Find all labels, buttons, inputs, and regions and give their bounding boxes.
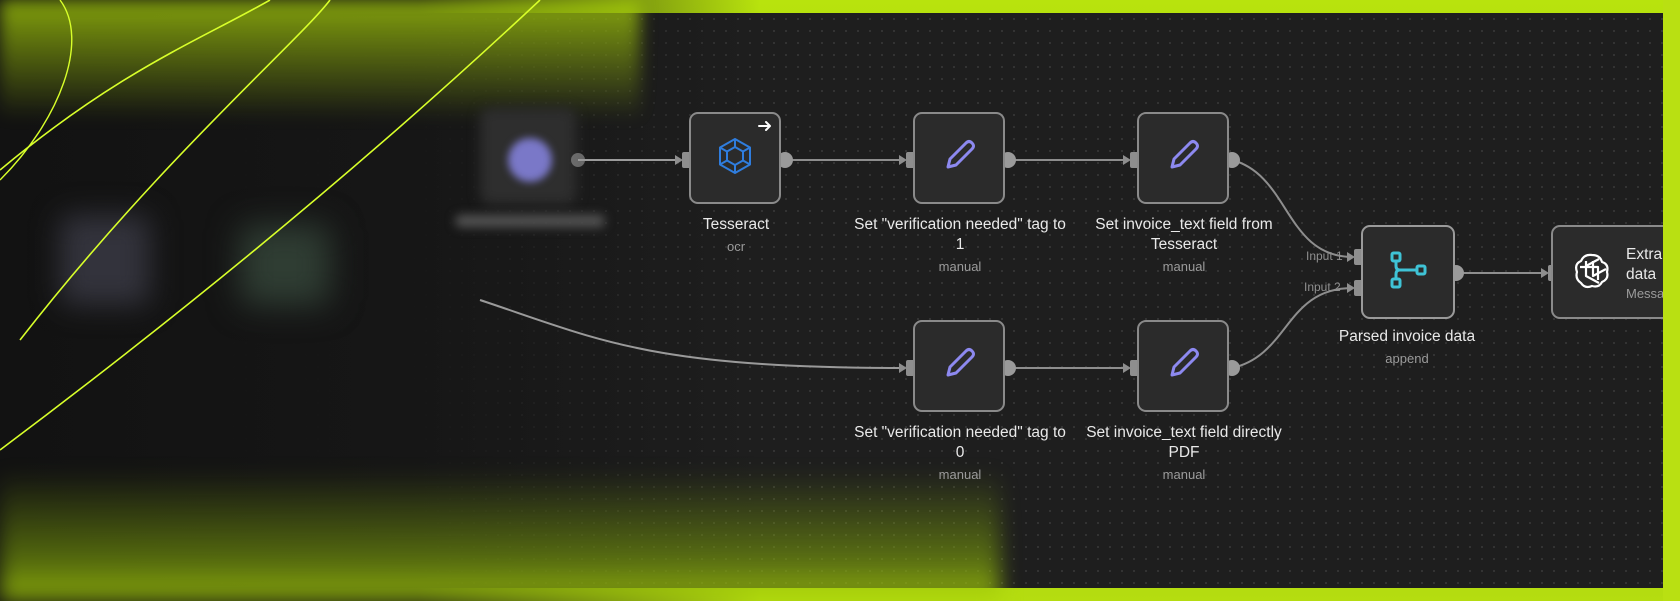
node-title: Set invoice_text field from Tesseract: [1095, 216, 1273, 253]
arrow-right-icon[interactable]: [757, 118, 773, 139]
pencil-icon: [939, 136, 979, 181]
extract-caption: Extra data: [1626, 245, 1662, 285]
node-title: Set "verification needed" tag to 0: [854, 424, 1066, 461]
node-title: Set invoice_text field directly PDF: [1086, 424, 1282, 461]
edge-trigger-verif0: [479, 299, 906, 369]
node-title: Parsed invoice data: [1338, 328, 1476, 345]
pencil-icon: [1163, 344, 1203, 389]
node-title: Set "verification needed" tag to 1: [854, 216, 1066, 253]
blurred-node-left: [60, 215, 150, 305]
merge-icon: [1386, 248, 1430, 297]
accent-glow-top: [0, 0, 640, 120]
pencil-icon: [1163, 136, 1203, 181]
edge-invoicepdf-merge2: [1231, 287, 1354, 369]
blurred-node-mid: [240, 225, 330, 305]
extract-subtitle: Messa: [1626, 286, 1665, 301]
cube-icon: [715, 136, 755, 181]
parsed-invoice-caption: Parsed invoice data append: [1297, 327, 1517, 369]
blurred-trigger-icon: [508, 138, 552, 182]
node-subtitle: manual: [938, 467, 982, 482]
set-verification-0-node[interactable]: [913, 320, 1005, 412]
set-invoice-tesseract-caption: Set invoice_text field from Tesseract ma…: [1074, 215, 1294, 277]
node-subtitle: manual: [1162, 259, 1206, 274]
node-title-line1: Extra: [1626, 246, 1663, 263]
parsed-invoice-node[interactable]: [1361, 225, 1455, 319]
edge-invoice-merge1: [1231, 159, 1354, 258]
merge-input-1-label: Input 1: [1306, 249, 1343, 263]
node-subtitle: append: [1385, 351, 1429, 366]
openai-icon: [1571, 249, 1613, 296]
set-invoice-pdf-caption: Set invoice_text field directly PDF manu…: [1074, 423, 1294, 485]
set-verification-1-caption: Set "verification needed" tag to 1 manua…: [850, 215, 1070, 277]
extract-node[interactable]: [1551, 225, 1680, 319]
set-verification-0-caption: Set "verification needed" tag to 0 manua…: [850, 423, 1070, 485]
set-invoice-pdf-node[interactable]: [1137, 320, 1229, 412]
blurred-caption: [455, 215, 605, 227]
tesseract-node[interactable]: [689, 112, 781, 204]
merge-input-2-label: Input 2: [1304, 280, 1341, 294]
right-accent-border: [1663, 0, 1680, 601]
set-invoice-tesseract-node[interactable]: [1137, 112, 1229, 204]
pencil-icon: [939, 344, 979, 389]
node-subtitle: manual: [938, 259, 982, 274]
node-title-line2: data: [1626, 266, 1657, 283]
accent-glow-bottom: [0, 470, 1000, 601]
tesseract-caption: Tesseract ocr: [626, 215, 846, 257]
node-subtitle: manual: [1162, 467, 1206, 482]
set-verification-1-node[interactable]: [913, 112, 1005, 204]
node-title: Tesseract: [702, 216, 770, 233]
node-subtitle: ocr: [726, 239, 746, 254]
